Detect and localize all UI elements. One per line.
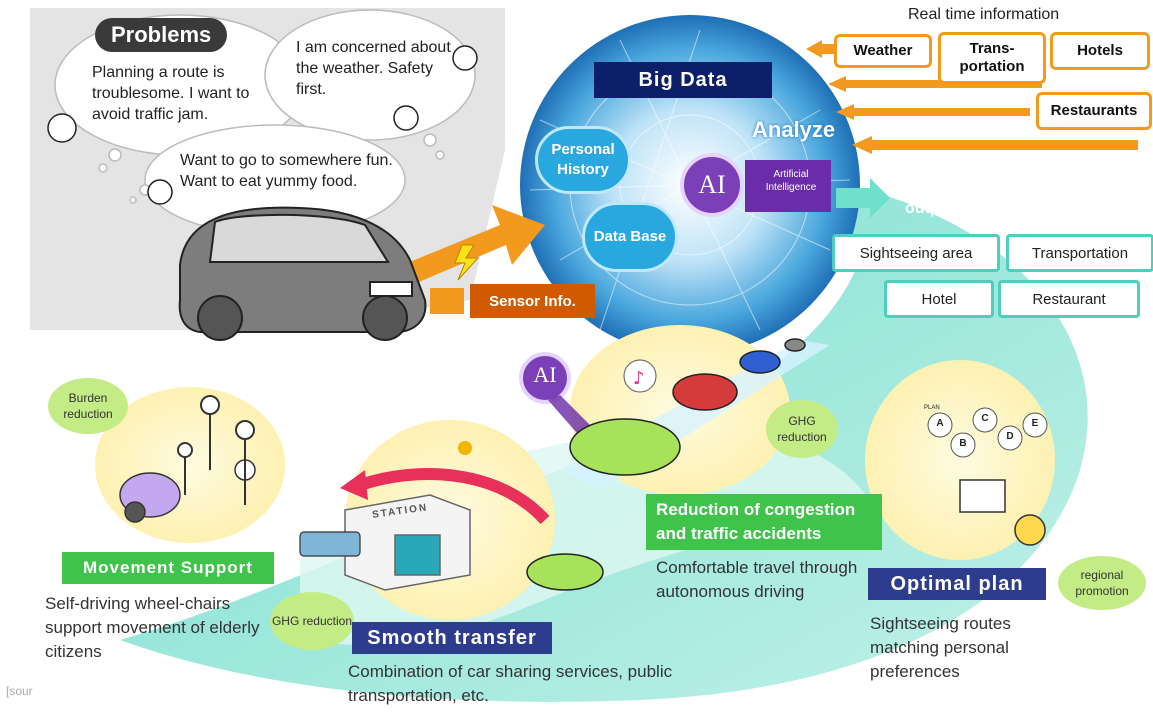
plan-word: PLAN [924,405,940,411]
station-building [344,494,471,591]
ai-orb [680,153,744,217]
plan-d-label: D [1006,431,1014,442]
realtime-header: Real time information [908,6,1060,23]
wheelchair-icon [119,459,256,523]
plan-c-label: C [981,413,989,424]
problems-title: Problems [95,18,228,52]
bubble-2-shape [264,9,476,141]
sensor-box [430,288,464,314]
optimal-title: Optimal plan [868,568,1046,600]
source-note: [sour [6,684,33,698]
realtime-hotels: Hotels [1050,32,1150,70]
car-icon [178,206,427,341]
problem-bubble-route: Planning a route is troublesome. I want … [92,64,250,123]
congestion-ghg-badge: GHG reduction [766,400,838,458]
output-label: output [905,200,955,217]
ai-label: AI [698,170,726,199]
ai-small-label: AI [533,362,557,387]
analyze-label: Analyze [752,117,836,142]
problem-bubble-weather: I am concerned about the weather. Safety… [296,39,451,98]
movement-desc: Self-driving wheel-chairs support moveme… [45,594,260,661]
movement-title: Movement Support [62,552,274,584]
output-arrow [836,178,890,218]
tablet-icon [959,479,1046,546]
output-restaurant: Restaurant [998,280,1140,318]
plan-e-label: E [1031,418,1039,429]
ai-caption: Artificial Intelligence [765,169,817,193]
lightning-icon [454,244,480,281]
sensor-info-label: Sensor Info. [470,284,595,318]
personal-history-node: Personal History [535,126,631,194]
congestion-title: Reduction of congestion and traffic acci… [646,494,882,550]
big-data-title: Big Data [594,62,772,98]
transfer-desc: Combination of car sharing services, pub… [348,662,673,705]
movement-burden-badge: Burden reduction [48,378,128,434]
realtime-transportation: Trans-portation [938,32,1046,84]
plan-a-label: A [936,418,944,429]
ai-small-orb [519,352,571,404]
realtime-restaurants: Restaurants [1036,92,1152,130]
person-icon [47,45,478,205]
problem-bubble-fun: Want to go to somewhere fun. Want to eat… [180,152,393,190]
optimal-desc: Sightseeing routes matching personal pre… [870,614,1011,681]
database-node: Data Base [582,202,678,272]
output-transportation: Transportation [1006,234,1153,272]
sun-icon [458,441,472,455]
music-note-icon [623,359,657,393]
svg-text:♪: ♪ [633,368,645,389]
congestion-desc: Comfortable travel through autonomous dr… [656,558,858,601]
train-icon [299,531,361,557]
plan-b-label: B [959,438,967,449]
transfer-ghg-badge: GHG reduction [270,592,354,650]
optimal-disc [865,360,1055,560]
optimal-regional-badge: regional promotion [1058,556,1146,610]
output-hotel: Hotel [884,280,994,318]
transfer-title: Smooth transfer [352,622,552,654]
transfer-arrow [358,468,550,525]
realtime-weather: Weather [834,34,932,68]
output-sightseeing: Sightseeing area [832,234,1000,272]
